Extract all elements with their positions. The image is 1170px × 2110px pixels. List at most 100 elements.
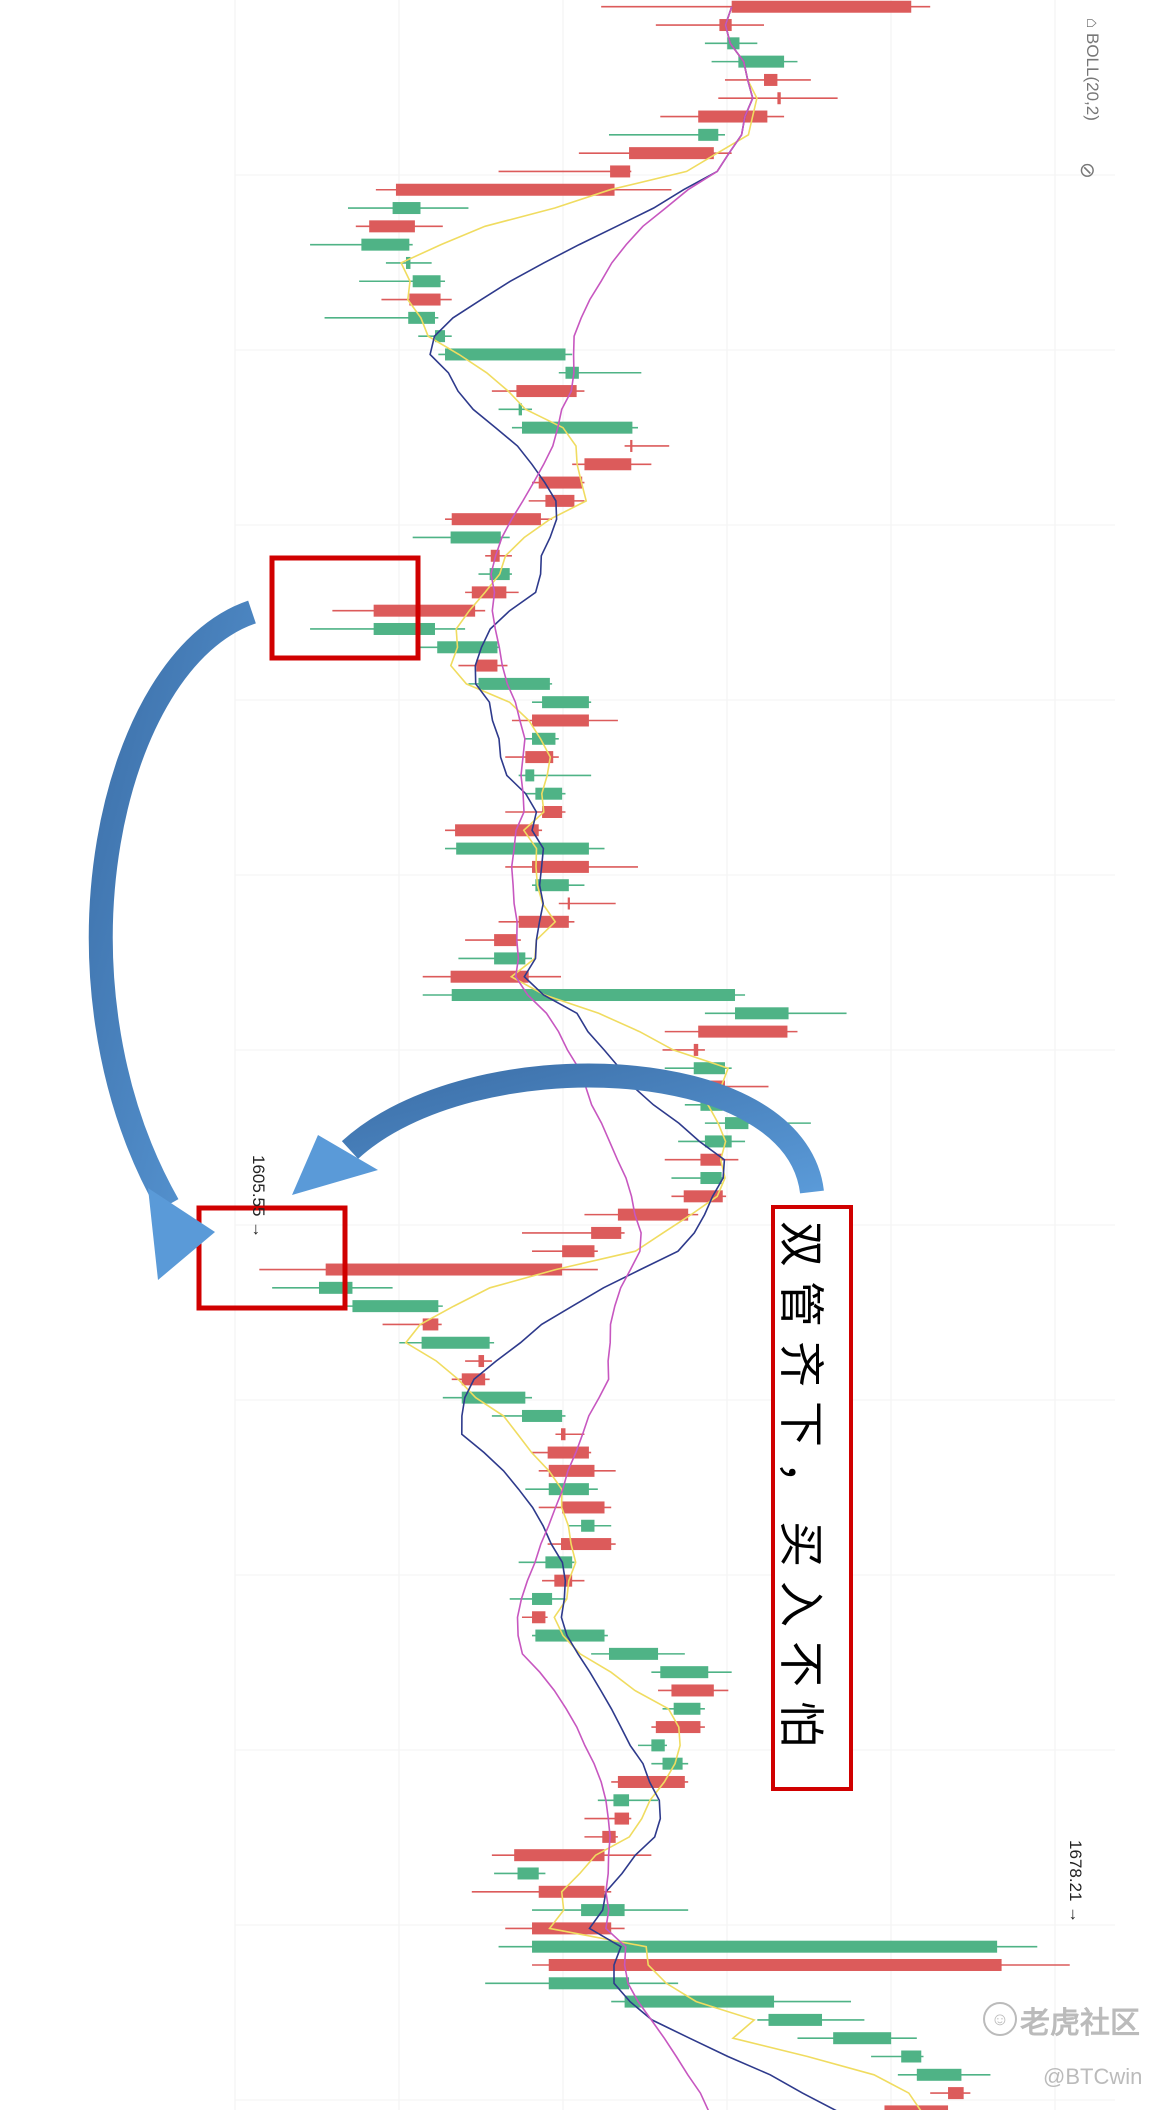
candle-body xyxy=(698,1025,788,1038)
curved-arrow-1-icon xyxy=(88,600,257,1280)
candle-body xyxy=(395,183,615,196)
candle-body xyxy=(724,1117,749,1130)
candle-body xyxy=(614,1812,630,1825)
candle-body xyxy=(525,751,554,764)
highlight-box-2 xyxy=(196,1205,348,1311)
candle-body xyxy=(373,622,435,635)
candle-body xyxy=(581,1519,595,1532)
candle-body xyxy=(545,1556,573,1569)
candle-body xyxy=(535,879,569,892)
candle-body xyxy=(764,73,778,86)
lock-icon: ⌂ xyxy=(1083,18,1102,33)
candle-body xyxy=(565,366,579,379)
candle-body xyxy=(422,1318,439,1331)
candle-body xyxy=(727,37,740,50)
candle-body xyxy=(617,1208,689,1221)
candle-body xyxy=(392,202,421,215)
candle-body xyxy=(651,1739,665,1752)
candle-body xyxy=(548,1464,595,1477)
candle-body xyxy=(471,586,507,599)
candle-body xyxy=(698,128,719,141)
candle-body xyxy=(777,92,781,105)
candle-body xyxy=(567,897,570,910)
candle-body xyxy=(535,1629,605,1642)
annotation-overlay xyxy=(88,555,824,1311)
candle-body xyxy=(561,1538,612,1551)
candle-body xyxy=(731,0,912,13)
candle-body xyxy=(561,1428,566,1441)
candle-body xyxy=(768,2013,823,2026)
curved-arrow-2-icon xyxy=(292,1063,824,1195)
candle-body xyxy=(916,2068,962,2081)
candle-body xyxy=(542,696,589,709)
candle-body xyxy=(494,934,517,947)
candle-body xyxy=(514,1849,605,1862)
candle-body xyxy=(532,714,589,727)
candle-body xyxy=(538,1885,605,1898)
candle-body xyxy=(532,732,556,745)
candle-body xyxy=(478,677,550,690)
candle-body xyxy=(494,952,526,965)
low-price-label: 1605.55 → xyxy=(249,1155,268,1239)
candle-body xyxy=(352,1300,439,1313)
candle-body xyxy=(437,641,498,654)
candle-body xyxy=(521,421,633,434)
candle-body xyxy=(547,1446,589,1459)
candle-body xyxy=(421,1336,490,1349)
candle-body xyxy=(548,1483,589,1496)
candle-body xyxy=(610,165,631,178)
candle-body xyxy=(591,1226,622,1239)
candle-body xyxy=(662,1757,683,1770)
candle-body xyxy=(532,1940,998,1953)
candle-body xyxy=(673,1702,701,1715)
watermark-handle: @BTCwin xyxy=(1043,2064,1143,2089)
candle-body xyxy=(434,330,446,343)
candle-body xyxy=(948,2087,964,2100)
candle-body xyxy=(478,1355,485,1368)
candle-body xyxy=(518,915,569,928)
candle-body xyxy=(704,1135,732,1148)
candle-body xyxy=(545,494,575,507)
candle-body xyxy=(548,1958,1002,1971)
candle-body xyxy=(525,769,535,782)
candle-body xyxy=(584,458,632,471)
candle-body xyxy=(532,1592,553,1605)
candle-body xyxy=(445,348,566,361)
candle-body xyxy=(476,659,498,672)
candle-body xyxy=(412,275,441,288)
candle-body xyxy=(884,2105,949,2110)
candle-body xyxy=(700,1153,722,1166)
candle-body xyxy=(461,1391,526,1404)
candle-body xyxy=(405,256,411,269)
candle-body xyxy=(698,110,768,123)
highlight-box-1 xyxy=(269,555,421,661)
indicator-label[interactable]: ⌂ BOLL(20,2) xyxy=(1083,18,1102,121)
candle-body xyxy=(532,860,589,873)
candle-body xyxy=(521,1409,563,1422)
candle-body xyxy=(613,1794,630,1807)
candle-body xyxy=(450,531,501,544)
candle-body xyxy=(542,805,563,818)
candle-body xyxy=(562,1245,595,1258)
eye-off-icon[interactable]: ⊘ xyxy=(1076,162,1098,179)
candle-body xyxy=(693,1043,699,1056)
candle-body xyxy=(693,1062,725,1075)
candle-body xyxy=(361,238,410,251)
candle-body xyxy=(735,1007,789,1020)
annotation-text: 双管齐下，买入不怕 xyxy=(774,1221,828,1761)
candle-body xyxy=(409,293,441,306)
candle-body xyxy=(451,989,736,1002)
candle-body xyxy=(538,476,583,489)
candles xyxy=(259,0,1070,2110)
candle-body xyxy=(602,1830,616,1843)
candle-body xyxy=(516,385,577,398)
candle-body xyxy=(532,1611,546,1624)
candle-body xyxy=(451,513,541,526)
candle-body xyxy=(517,1867,539,1880)
indicator-lines xyxy=(400,6,922,2110)
tiger-logo-icon: ☺ xyxy=(983,2002,1017,2036)
candle-body xyxy=(629,147,714,160)
candle-body xyxy=(535,787,563,800)
